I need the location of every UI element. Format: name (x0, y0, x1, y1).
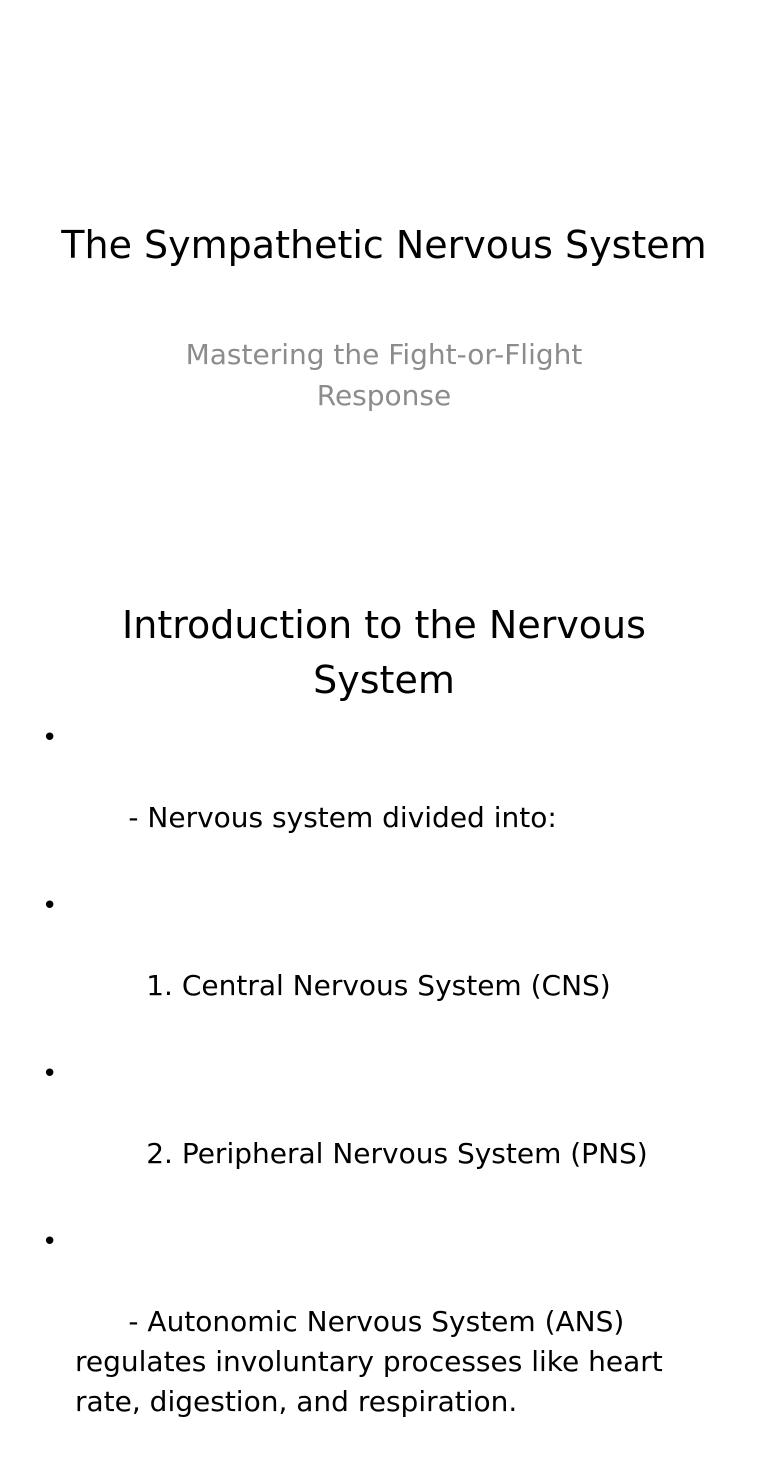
bullet-item: • 2. Peripheral Nervous System (PNS) (40, 1054, 720, 1214)
bullet-item: • - Nervous system divided into: (40, 718, 720, 878)
bullet-list: • - Nervous system divided into: • 1. Ce… (40, 718, 720, 1470)
bullet-icon: • (42, 1227, 58, 1257)
bullet-icon: • (42, 1059, 58, 1089)
bullet-text: 1. Central Nervous System (CNS) (128, 969, 611, 1002)
bullet-text: 2. Peripheral Nervous System (PNS) (128, 1137, 648, 1170)
title-slide: The Sympathetic Nervous System Mastering… (0, 0, 768, 560)
bullet-text: - Nervous system divided into: (128, 801, 557, 834)
bullet-item: • - Autonomic Nervous System (ANS) regul… (40, 1222, 720, 1462)
slide-title: The Sympathetic Nervous System (61, 223, 707, 267)
content-slide: Introduction to the Nervous System • - N… (0, 560, 768, 1418)
slide-title: Introduction to the Nervous System (122, 603, 646, 702)
bullet-text: - Autonomic Nervous System (ANS) regulat… (75, 1305, 672, 1418)
slide-subtitle: Mastering the Fight-or-Flight Response (185, 338, 583, 412)
bullet-item: • 1. Central Nervous System (CNS) (40, 886, 720, 1046)
bullet-icon: • (42, 891, 58, 921)
bullet-icon: • (42, 723, 58, 753)
